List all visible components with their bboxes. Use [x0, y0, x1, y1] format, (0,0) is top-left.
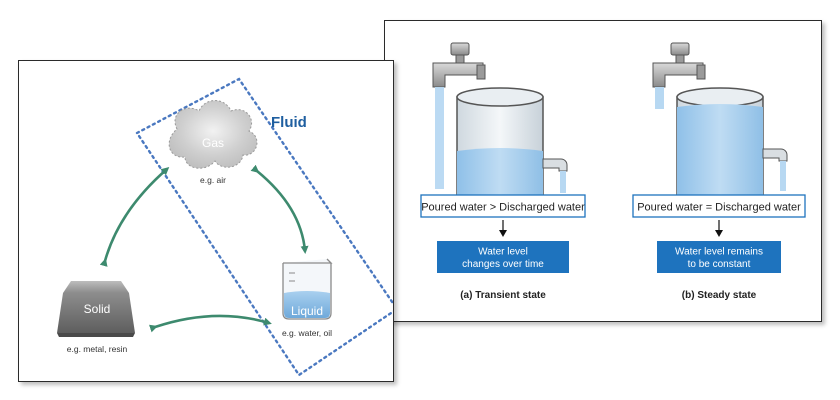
comparison-a-text: Poured water > Discharged water	[421, 202, 585, 214]
comparison-box-b	[632, 194, 806, 218]
gas-example: e.g. air	[200, 175, 226, 185]
faucet-icon	[652, 42, 706, 88]
result-a-line1: Water level	[478, 247, 528, 258]
comparison-box-a	[420, 194, 586, 218]
tank-b	[652, 42, 788, 216]
result-box-b	[657, 241, 781, 273]
result-a-line2: changes over time	[462, 259, 544, 270]
fluid-region	[135, 77, 393, 377]
solid-label: Solid	[84, 302, 111, 316]
solid-example: e.g. metal, resin	[67, 344, 128, 354]
gas-label: Gas	[202, 136, 224, 150]
liquid-label: Liquid	[291, 304, 323, 318]
arrow-down-icon	[715, 220, 723, 237]
tank-a	[432, 42, 568, 216]
fluid-label: Fluid	[271, 114, 307, 131]
result-box-a	[437, 241, 569, 273]
comparison-b-text: Poured water = Discharged water	[637, 202, 801, 214]
result-b-line1: Water level remains	[675, 247, 763, 258]
liquid-example: e.g. water, oil	[282, 328, 332, 338]
tank-states-diagram: Poured water > Discharged water Poured w…	[420, 42, 806, 301]
solid-gas-arrow	[99, 167, 170, 267]
tank-states-panel: Poured water > Discharged water Poured w…	[384, 20, 822, 322]
states-of-matter-diagram: Fluid Gas e.g. air Solid e.g. metal, res…	[57, 77, 393, 377]
caption-a: (a) Transient state	[460, 290, 546, 301]
states-of-matter-panel: Fluid Gas e.g. air Solid e.g. metal, res…	[18, 60, 394, 382]
result-b-line2: to be constant	[688, 259, 751, 270]
solid-block-icon	[57, 281, 135, 337]
solid-liquid-arrow	[148, 314, 272, 333]
caption-b: (b) Steady state	[682, 290, 757, 301]
faucet-icon	[432, 42, 486, 88]
gas-liquid-arrow	[250, 164, 309, 254]
beaker-icon	[282, 258, 333, 320]
arrow-down-icon	[499, 220, 507, 237]
gas-cloud-icon	[168, 100, 258, 169]
